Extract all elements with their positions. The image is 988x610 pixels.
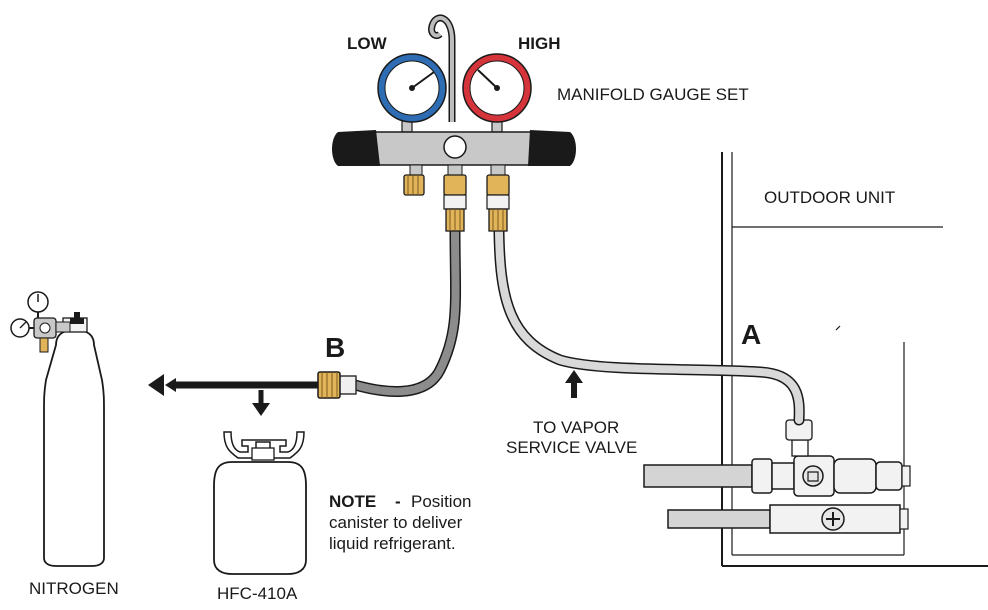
vapor-service-valve [643, 419, 911, 497]
note-line3: liquid refrigerant. [329, 534, 456, 553]
note-line1: Position [411, 492, 471, 511]
refrigerant-canister [213, 431, 307, 575]
marker-a: A [741, 319, 761, 350]
low-pressure-gauge [377, 53, 447, 123]
high-pressure-gauge [462, 53, 532, 123]
liquid-service-valve [667, 504, 909, 534]
note-dash: - [395, 492, 401, 511]
note-line2: canister to deliver [329, 513, 463, 532]
low-gauge-label: LOW [347, 34, 388, 53]
outdoor-unit-label: OUTDOOR UNIT [764, 188, 895, 207]
nitrogen-tank [10, 291, 105, 567]
arrow-to-vapor-valve [565, 370, 583, 398]
note-prefix: NOTE [329, 492, 376, 511]
note: NOTE - Position canister to deliver liqu… [329, 492, 471, 553]
vapor-valve-label-line2: SERVICE VALVE [506, 438, 637, 457]
nitrogen-label: NITROGEN [29, 579, 119, 598]
arrow-to-nitrogen [148, 374, 176, 396]
vapor-valve-label-line1: TO VAPOR [533, 418, 619, 437]
manifold-gauge-set [332, 14, 576, 232]
manifold-label: MANIFOLD GAUGE SET [557, 85, 749, 104]
hose-fitting-b [317, 371, 357, 399]
high-gauge-label: HIGH [518, 34, 561, 53]
canister-label: HFC-410A [217, 584, 298, 603]
marker-b: B [325, 332, 345, 363]
outdoor-unit [721, 152, 988, 567]
